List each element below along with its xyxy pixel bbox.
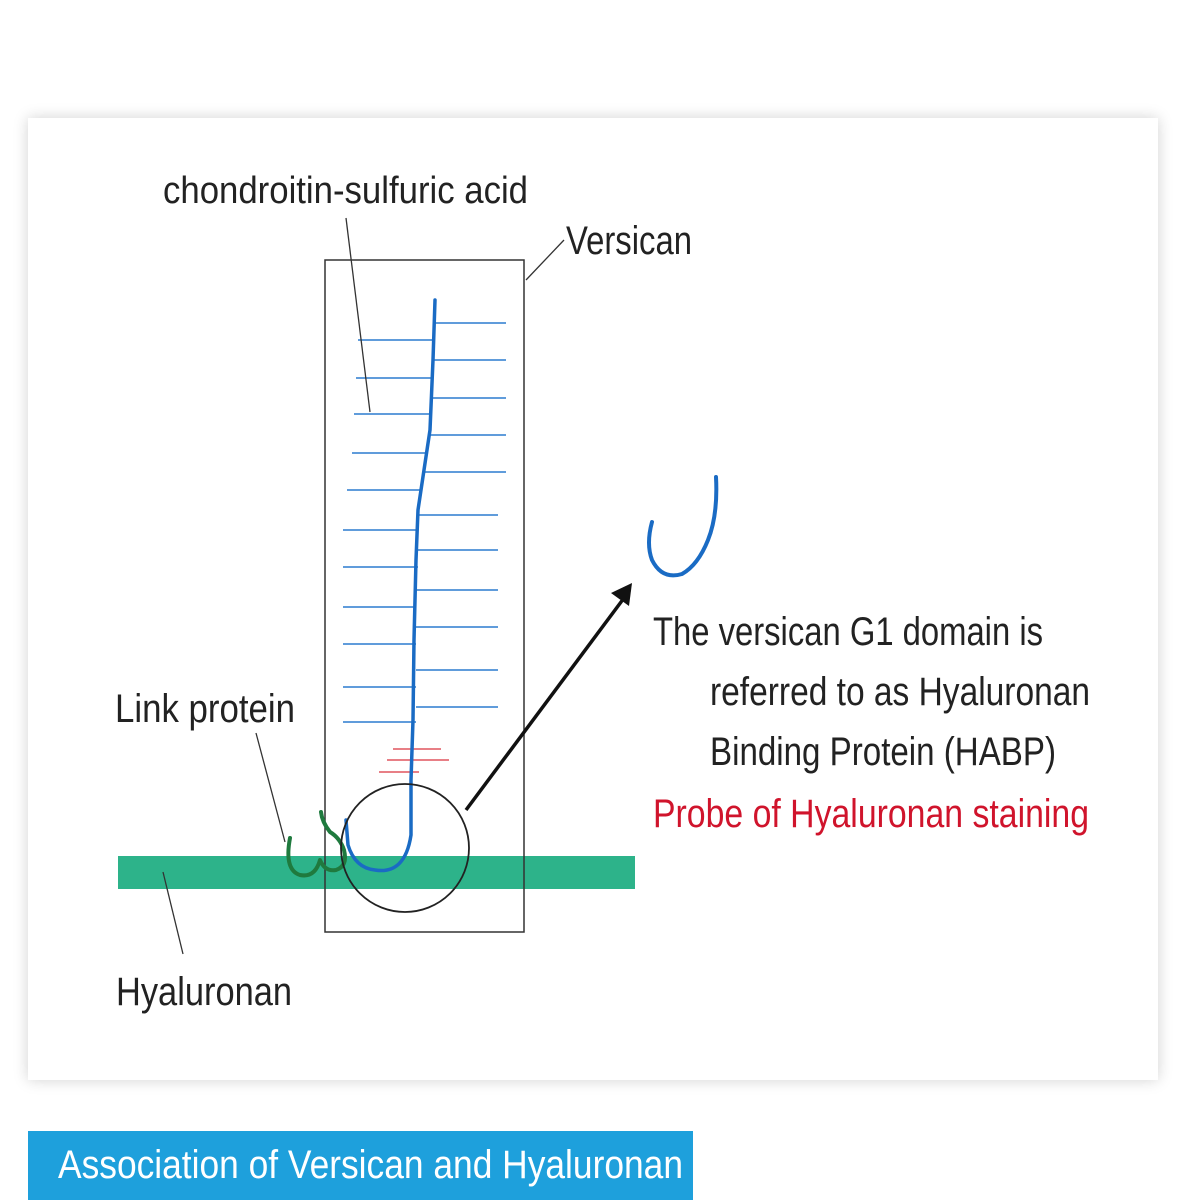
label-chondroitin: chondroitin-sulfuric acid bbox=[163, 170, 528, 212]
red-marks bbox=[379, 748, 449, 773]
diagram-panel bbox=[28, 118, 1158, 1080]
g1-domain-circle bbox=[340, 783, 470, 913]
versican-leader-line bbox=[525, 239, 565, 281]
caption-text: Association of Versican and Hyaluronan bbox=[58, 1143, 683, 1187]
label-link-protein: Link protein bbox=[115, 687, 295, 731]
label-g1-line1: The versican G1 domain is bbox=[653, 610, 1043, 654]
arrow-head bbox=[611, 583, 632, 606]
arrow-line bbox=[464, 596, 626, 812]
label-hyaluronan: Hyaluronan bbox=[116, 970, 292, 1014]
versican-box bbox=[324, 259, 525, 933]
label-g1-line3: Binding Protein (HABP) bbox=[710, 730, 1056, 774]
label-g1-line2: referred to as Hyaluronan bbox=[710, 670, 1090, 714]
g1-domain-detached-shape bbox=[647, 475, 719, 578]
link-protein-leader-line bbox=[255, 732, 286, 843]
label-probe: Probe of Hyaluronan staining bbox=[653, 792, 1089, 836]
caption-bar: Association of Versican and Hyaluronan bbox=[28, 1131, 693, 1200]
hyaluronan-band bbox=[118, 856, 635, 889]
hyaluronan-leader-line bbox=[162, 871, 184, 955]
versican-core-protein bbox=[344, 298, 437, 873]
label-versican: Versican bbox=[566, 219, 692, 263]
chondroitin-side-chains bbox=[343, 322, 506, 723]
chondroitin-leader-line bbox=[345, 217, 371, 413]
link-protein-shape bbox=[286, 810, 347, 878]
